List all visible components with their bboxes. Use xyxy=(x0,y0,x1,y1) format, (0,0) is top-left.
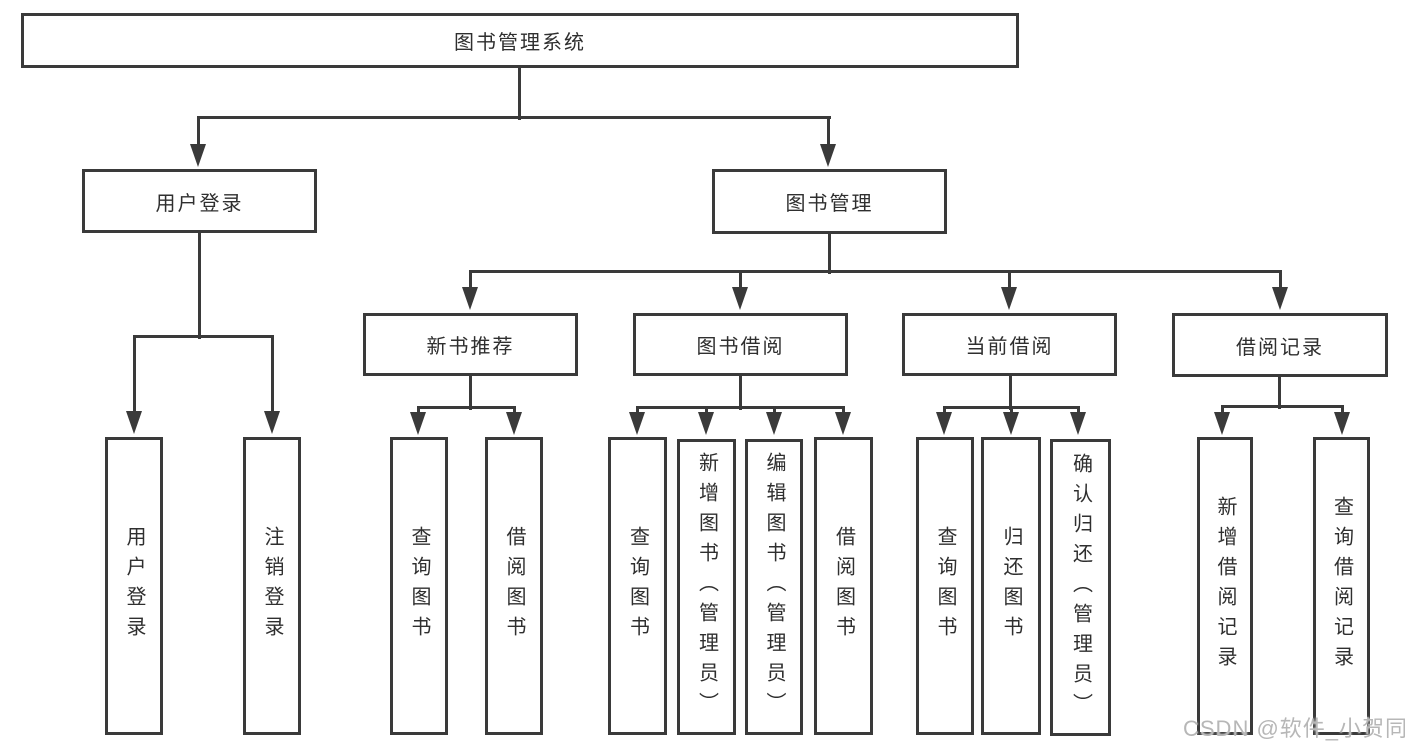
csdn-watermark: CSDN @软件_小贺同学 xyxy=(1183,716,1405,741)
leaf-return-books: 归还图书 xyxy=(981,437,1041,735)
down-arrowhead-icon xyxy=(1001,287,1017,310)
leaf-confirm-return-admin: 确认归还（管理员） xyxy=(1050,439,1111,736)
down-arrowhead-icon xyxy=(936,412,952,435)
leaf-borrow-books-1-label: 借阅图书 xyxy=(503,526,525,646)
connector-line-vertical xyxy=(197,233,201,339)
node-book-borrowing: 图书借阅 xyxy=(633,313,848,376)
down-arrowhead-icon xyxy=(1334,412,1350,435)
down-arrowhead-icon xyxy=(1214,412,1230,435)
leaf-query-borrow-record-label: 查询借阅记录 xyxy=(1330,496,1353,676)
down-arrowhead-icon xyxy=(462,287,478,310)
node-book-borrowing-label: 图书借阅 xyxy=(696,336,785,358)
down-arrowhead-icon xyxy=(1272,287,1288,310)
node-root-label: 图书管理系统 xyxy=(454,32,586,54)
connector-line-vertical xyxy=(738,376,742,410)
connector-line-horizontal xyxy=(1220,404,1344,408)
leaf-query-borrow-record: 查询借阅记录 xyxy=(1313,437,1370,735)
connector-line-vertical xyxy=(1220,406,1224,415)
connector-line-vertical xyxy=(196,117,200,147)
down-arrowhead-icon xyxy=(1070,412,1086,435)
connector-line-vertical xyxy=(772,407,776,415)
node-user-login: 用户登录 xyxy=(82,169,317,233)
leaf-query-books-1: 查询图书 xyxy=(390,437,448,735)
down-arrowhead-icon xyxy=(698,412,714,435)
connector-line-horizontal xyxy=(416,405,516,409)
down-arrowhead-icon xyxy=(835,412,851,435)
leaf-logout-label: 注销登录 xyxy=(261,526,283,646)
leaf-confirm-return-admin-label: 确认归还（管理员） xyxy=(1069,452,1092,723)
down-arrowhead-icon xyxy=(190,144,206,167)
connector-line-vertical xyxy=(512,407,516,415)
leaf-borrow-books-2: 借阅图书 xyxy=(814,437,873,735)
leaf-return-books-label: 归还图书 xyxy=(1000,526,1022,646)
leaf-borrow-books-1: 借阅图书 xyxy=(485,437,543,735)
leaf-add-books-admin: 新增图书（管理员） xyxy=(677,439,736,735)
leaf-query-books-3-label: 查询图书 xyxy=(934,526,956,646)
connector-line-vertical xyxy=(841,407,845,415)
connector-line-vertical xyxy=(942,407,946,415)
down-arrowhead-icon xyxy=(732,287,748,310)
leaf-add-books-admin-label: 新增图书（管理员） xyxy=(695,452,718,722)
down-arrowhead-icon xyxy=(506,412,522,435)
connector-line-vertical xyxy=(1076,407,1080,415)
connector-line-vertical xyxy=(132,336,136,414)
leaf-query-books-2: 查询图书 xyxy=(608,437,667,735)
connector-line-vertical xyxy=(468,271,472,290)
down-arrowhead-icon xyxy=(410,412,426,435)
node-borrowing-records: 借阅记录 xyxy=(1172,313,1388,377)
connector-line-vertical xyxy=(1008,376,1012,410)
down-arrowhead-icon xyxy=(126,411,142,434)
node-new-book-recommend-label: 新书推荐 xyxy=(426,336,515,358)
node-book-management: 图书管理 xyxy=(712,169,947,234)
leaf-query-books-2-label: 查询图书 xyxy=(626,526,649,646)
connector-line-horizontal xyxy=(635,405,845,409)
connector-line-vertical xyxy=(826,117,830,147)
node-book-management-label: 图书管理 xyxy=(785,193,874,215)
down-arrowhead-icon xyxy=(820,144,836,167)
leaf-user-login: 用户登录 xyxy=(105,437,163,735)
leaf-query-books-1-label: 查询图书 xyxy=(408,526,430,646)
connector-line-vertical xyxy=(704,407,708,415)
node-user-login-label: 用户登录 xyxy=(155,192,244,215)
down-arrowhead-icon xyxy=(629,412,645,435)
leaf-borrow-books-2-label: 借阅图书 xyxy=(832,526,855,646)
leaf-edit-books-admin: 编辑图书（管理员） xyxy=(745,439,803,735)
connector-line-vertical xyxy=(517,68,521,120)
node-borrowing-records-label: 借阅记录 xyxy=(1236,336,1324,359)
connector-line-vertical xyxy=(1278,271,1282,290)
node-current-borrowing: 当前借阅 xyxy=(902,313,1117,376)
down-arrowhead-icon xyxy=(766,412,782,435)
connector-line-horizontal xyxy=(132,334,274,338)
connector-line-vertical xyxy=(827,233,831,274)
connector-line-vertical xyxy=(468,376,472,410)
leaf-add-borrow-record: 新增借阅记录 xyxy=(1197,437,1253,735)
connector-line-vertical xyxy=(1277,376,1281,409)
connector-line-vertical xyxy=(738,271,742,290)
leaf-query-books-3: 查询图书 xyxy=(916,437,974,735)
leaf-user-login-label: 用户登录 xyxy=(123,526,145,646)
node-root: 图书管理系统 xyxy=(21,13,1019,68)
connector-line-vertical xyxy=(1007,271,1011,290)
connector-line-vertical xyxy=(1340,406,1344,415)
connector-line-horizontal xyxy=(196,115,831,119)
leaf-add-borrow-record-label: 新增借阅记录 xyxy=(1214,496,1236,676)
connector-line-vertical xyxy=(1009,407,1013,415)
connector-line-vertical xyxy=(416,407,420,415)
connector-line-vertical xyxy=(270,336,274,414)
node-new-book-recommend: 新书推荐 xyxy=(363,313,578,376)
node-current-borrowing-label: 当前借阅 xyxy=(965,336,1054,358)
connector-line-horizontal xyxy=(468,269,1282,273)
down-arrowhead-icon xyxy=(264,411,280,434)
leaf-edit-books-admin-label: 编辑图书（管理员） xyxy=(763,452,785,722)
down-arrowhead-icon xyxy=(1003,412,1019,435)
connector-line-vertical xyxy=(635,407,639,415)
leaf-logout: 注销登录 xyxy=(243,437,301,735)
